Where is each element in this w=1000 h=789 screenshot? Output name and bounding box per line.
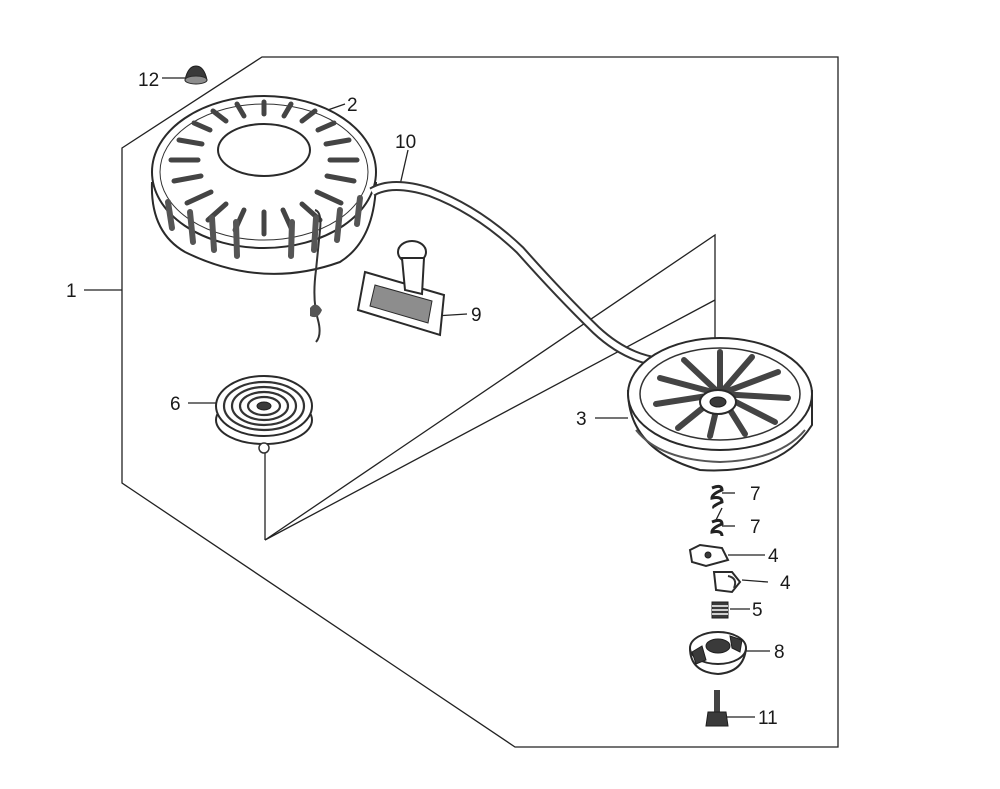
starter-grip-part: [356, 240, 446, 337]
bolt-part: [705, 690, 729, 727]
callout-2: 2: [347, 95, 358, 116]
friction-spring-part: [711, 601, 729, 619]
callout-9: 9: [471, 305, 482, 326]
callout-4b: 4: [780, 573, 791, 594]
assembly-outline: [121, 56, 839, 748]
leader-lines: [84, 77, 770, 718]
ratchet-guide-part: [689, 631, 747, 676]
ratchet-upper-part: [688, 543, 730, 568]
nut-part: [184, 65, 208, 85]
callout-3: 3: [576, 409, 587, 430]
callout-7a: 7: [750, 484, 761, 505]
callout-12: 12: [138, 70, 159, 91]
callout-1: 1: [66, 281, 77, 302]
callout-8: 8: [774, 642, 785, 663]
callout-10: 10: [395, 132, 416, 153]
callout-11: 11: [758, 708, 778, 729]
pawl-spring-lower-part: [710, 518, 724, 537]
recoil-spring-part: [215, 375, 313, 454]
ratchet-lower-part: [712, 571, 742, 594]
reel-part: [627, 337, 813, 472]
callout-6: 6: [170, 394, 181, 415]
callout-5: 5: [752, 600, 763, 621]
callout-4a: 4: [768, 546, 779, 567]
starter-case-part: [150, 95, 377, 343]
callout-7b: 7: [750, 517, 761, 538]
pawl-spring-upper-part: [710, 484, 724, 510]
